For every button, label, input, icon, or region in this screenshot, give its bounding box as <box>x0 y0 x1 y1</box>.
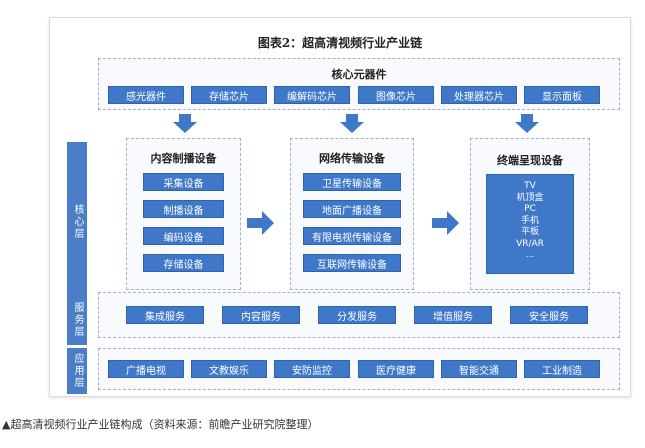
service-chip: 安全服务 <box>510 306 588 324</box>
component-chip: 显示面板 <box>524 86 600 104</box>
network-transmission-chip: 地面广播设备 <box>303 200 401 218</box>
service-chip: 内容服务 <box>222 306 300 324</box>
terminal-device-item: PC <box>524 204 536 214</box>
content-production-heading: 内容制播设备 <box>150 152 217 165</box>
layer-label-application: 应用层 <box>67 348 87 394</box>
terminal-device-item: 平板 <box>520 227 539 237</box>
component-chip: 编解码芯片 <box>274 86 350 104</box>
diagram-title: 图表2：超高清视频行业产业链 <box>257 36 423 50</box>
service-chip: 增值服务 <box>414 306 492 324</box>
content-production-chip: 存储设备 <box>143 254 224 272</box>
component-chip: 感光器件 <box>108 86 184 104</box>
content-production-chip: 采集设备 <box>143 173 224 191</box>
terminal-device-item: VR/AR <box>516 238 544 249</box>
content-production-chip: 制播设备 <box>143 200 224 218</box>
core-components-heading: 核心元器件 <box>331 68 387 81</box>
network-transmission-chip: 卫星传输设备 <box>303 173 401 191</box>
terminal-device-item: 机顶盒 <box>516 192 544 203</box>
component-chip: 处理器芯片 <box>441 86 517 104</box>
service-chip: 分发服务 <box>318 306 396 324</box>
arrow-down-3 <box>515 114 539 133</box>
application-chip: 智能交通 <box>441 360 517 378</box>
network-transmission-chip: 有限电视传输设备 <box>303 227 401 245</box>
application-chip: 安防监控 <box>274 360 350 378</box>
network-transmission-heading: 网络传输设备 <box>319 152 385 165</box>
arrow-down-2 <box>340 114 364 133</box>
arrow-down-1 <box>173 114 197 133</box>
diagram-frame: 图表2：超高清视频行业产业链 核心层 服务层 应用层 核心元器件 内容制播设备 … <box>49 17 631 397</box>
application-chip: 文教娱乐 <box>191 360 267 378</box>
figure-caption: ▲超高清视频行业产业链构成（资料来源：前瞻产业研究院整理） <box>2 418 319 431</box>
arrow-right-1 <box>247 211 274 235</box>
service-chip: 集成服务 <box>126 306 204 324</box>
terminal-device-item: ... <box>525 250 535 260</box>
application-chip: 医疗健康 <box>358 360 434 378</box>
flow-arrows <box>173 114 539 235</box>
component-chip: 存储芯片 <box>191 86 267 104</box>
terminal-display-heading: 终端呈现设备 <box>497 154 563 167</box>
application-chip: 工业制造 <box>524 360 600 378</box>
component-chip: 图像芯片 <box>358 86 434 104</box>
terminal-device-item: TV <box>524 181 536 191</box>
layer-label-service: 服务层 <box>67 295 87 345</box>
network-transmission-chip: 互联网传输设备 <box>303 254 401 272</box>
terminal-device-item: 手机 <box>520 215 539 226</box>
application-chip: 广播电视 <box>108 360 184 378</box>
content-production-chip: 编码设备 <box>143 227 224 245</box>
arrow-right-2 <box>432 211 459 235</box>
layer-label-core: 核心层 <box>67 142 87 301</box>
